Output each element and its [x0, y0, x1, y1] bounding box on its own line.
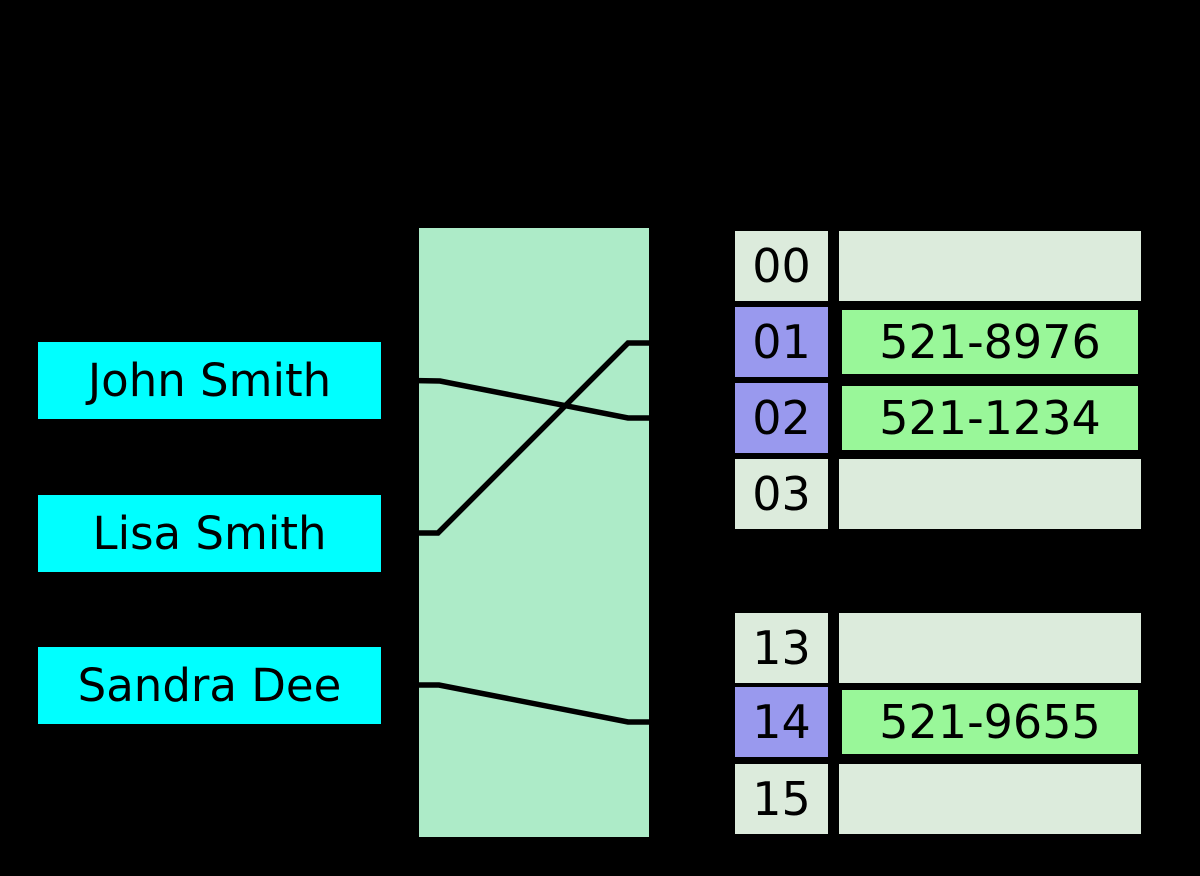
- bucket-value-cell-13: [839, 613, 1141, 683]
- bucket-value-cell-03: [839, 459, 1141, 529]
- bucket-value-cell-14: 521-9655: [839, 687, 1141, 757]
- bucket-value-cell-15: [839, 764, 1141, 834]
- key-box-john-smith: John Smith: [38, 342, 381, 419]
- bucket-value-cell-02: 521-1234: [839, 383, 1141, 453]
- key-box-lisa-smith: Lisa Smith: [38, 495, 381, 572]
- bucket-row-15: 15: [735, 764, 1141, 834]
- connection-lisa-smith-to-01: [381, 340, 839, 536]
- bucket-value-cell-01: 521-8976: [839, 307, 1141, 377]
- bucket-value-cell-00: [839, 231, 1141, 301]
- bucket-row-00: 00: [735, 231, 1141, 301]
- bucket-row-01: 01 521-8976: [735, 307, 1141, 377]
- bucket-index-cell-01: 01: [735, 307, 828, 377]
- bucket-index-cell-02: 02: [735, 383, 828, 453]
- bucket-row-02: 02 521-1234: [735, 383, 1141, 453]
- connection-john-smith-to-02: [380, 377, 839, 421]
- hash-function-box: [419, 228, 649, 837]
- bucket-row-03: 03: [735, 459, 1141, 529]
- bucket-index-cell-13: 13: [735, 613, 828, 683]
- bucket-index-cell-03: 03: [735, 459, 828, 529]
- bucket-row-14: 14 521-9655: [735, 687, 1141, 757]
- connection-sandra-dee-to-14: [381, 682, 839, 725]
- bucket-index-cell-14: 14: [735, 687, 828, 757]
- bucket-row-13: 13: [735, 613, 1141, 683]
- bucket-index-cell-00: 00: [735, 231, 828, 301]
- key-box-sandra-dee: Sandra Dee: [38, 647, 381, 724]
- bucket-index-cell-15: 15: [735, 764, 828, 834]
